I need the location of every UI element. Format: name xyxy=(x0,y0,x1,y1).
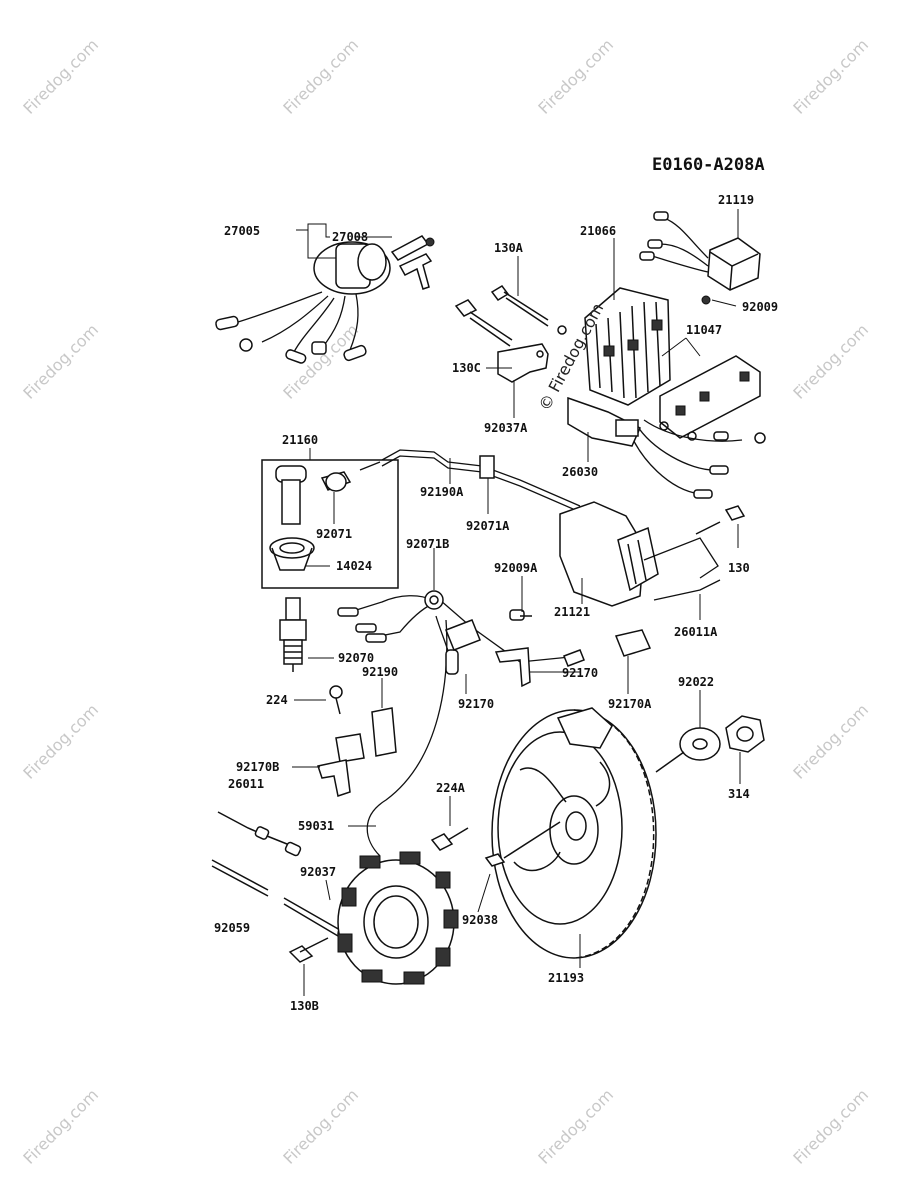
part-label-21066: 21066 xyxy=(580,224,616,238)
spark-plug-illustration xyxy=(279,597,307,672)
part-label-92037: 92037 xyxy=(300,865,336,879)
watermark: Firedog.com xyxy=(19,35,102,118)
diagram-code: E0160-A208A xyxy=(652,155,765,175)
part-label-59031: 59031 xyxy=(298,819,334,833)
watermark: Firedog.com xyxy=(279,35,362,118)
module-illustration xyxy=(639,211,761,305)
watermark: Firedog.com xyxy=(789,320,872,403)
watermark: Firedog.com xyxy=(19,700,102,783)
part-label-130c: 130C xyxy=(452,361,481,375)
part-label-21193: 21193 xyxy=(548,971,584,985)
flywheel-illustration xyxy=(484,707,657,959)
watermark: Firedog.com xyxy=(534,1085,617,1168)
part-label-92038: 92038 xyxy=(462,913,498,927)
leader-lines xyxy=(292,209,741,996)
watermark: Firedog.com xyxy=(789,1085,872,1168)
part-label-92009: 92009 xyxy=(742,300,778,314)
part-label-27008: 27008 xyxy=(332,230,368,244)
part-label-92170: 92170 xyxy=(458,697,494,711)
part-label-92170b: 92170B xyxy=(236,760,279,774)
part-label-130b: 130B xyxy=(290,999,319,1013)
part-label-21121: 21121 xyxy=(554,605,590,619)
part-label-92190a: 92190A xyxy=(420,485,464,499)
part-label-314: 314 xyxy=(728,787,750,801)
part-label-92170-b: 92170 xyxy=(562,666,598,680)
part-label-224a: 224A xyxy=(436,781,466,795)
part-label-26011a: 26011A xyxy=(674,625,718,639)
part-label-92022: 92022 xyxy=(678,675,714,689)
part-label-26011: 26011 xyxy=(228,777,264,791)
watermark: Firedog.com xyxy=(789,700,872,783)
watermark: Firedog.com xyxy=(19,320,102,403)
harness-illustration xyxy=(337,590,652,857)
watermark: Firedog.com xyxy=(279,1085,362,1168)
left-small-parts-illustration xyxy=(211,685,397,963)
part-label-92037a: 92037A xyxy=(484,421,528,435)
bolts-bracket-illustration xyxy=(454,285,567,383)
part-label-224: 224 xyxy=(266,693,288,707)
watermark: Firedog.com xyxy=(19,1085,102,1168)
part-label-26030: 26030 xyxy=(562,465,598,479)
watermark: Firedog.com xyxy=(534,35,617,118)
part-label-130: 130 xyxy=(728,561,750,575)
part-labels: 27008 27005 130A 21066 21119 92009 11047… xyxy=(214,193,778,1013)
watermark: Firedog.com xyxy=(789,35,872,118)
part-label-92170a: 92170A xyxy=(608,697,652,711)
watermark: Firedog.com xyxy=(279,320,362,403)
part-label-11047: 11047 xyxy=(686,323,722,337)
part-label-92071b: 92071B xyxy=(406,537,449,551)
part-label-14024: 14024 xyxy=(336,559,372,573)
part-label-21119: 21119 xyxy=(718,193,754,207)
ignition-switch-illustration xyxy=(215,235,435,364)
plug-cap-box xyxy=(261,459,399,589)
part-label-92070: 92070 xyxy=(338,651,374,665)
regulator-illustration xyxy=(584,287,766,499)
stator-illustration xyxy=(337,827,469,985)
ignition-coil-illustration xyxy=(559,501,746,607)
part-label-92071a: 92071A xyxy=(466,519,510,533)
part-label-92059: 92059 xyxy=(214,921,250,935)
coil-26030-illustration xyxy=(359,396,641,513)
part-label-92009a: 92009A xyxy=(494,561,538,575)
part-label-130a: 130A xyxy=(494,241,524,255)
part-label-27005: 27005 xyxy=(224,224,260,238)
part-label-21160: 21160 xyxy=(282,433,318,447)
part-label-92071: 92071 xyxy=(316,527,352,541)
washer-nut-illustration xyxy=(655,715,765,773)
part-label-92190: 92190 xyxy=(362,665,398,679)
